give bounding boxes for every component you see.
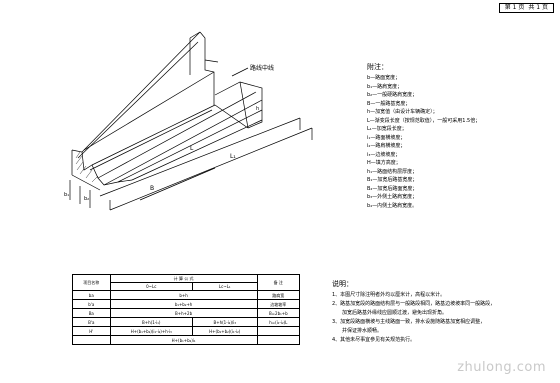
sheet-total: 共 1 页 [528, 4, 548, 11]
dim-label-h: h [256, 106, 259, 112]
table-row: H+(b₁+b₂)i₁ [72, 335, 301, 345]
page-number-tag: 第 1 页共 1 页 [498, 3, 554, 13]
table-row: Ba B+h+2b B=2b₁+b [72, 308, 301, 318]
edge-line [83, 71, 215, 151]
row-formula: H+(b₁+b₂)(i₁-i₂)+h·i₃ [109, 326, 193, 336]
table-row: b'a b₁+b₂+h 边坡坡率 [72, 299, 301, 309]
table-row: ba b+h 路肩宽 [72, 290, 301, 300]
dim-label-L1: L₁ [230, 153, 236, 160]
legend-item: H—填方高度； [367, 160, 401, 166]
dim-label-L: L [190, 145, 194, 152]
edge-line [239, 81, 249, 129]
edge-line [131, 119, 263, 181]
subheader-cell: Lc~L₁ [191, 282, 258, 291]
hatch-pattern [75, 151, 99, 183]
edge-line [103, 99, 263, 186]
legend-item: B₁—加宽后路基宽度； [367, 177, 418, 183]
row-name: B'a [72, 317, 111, 327]
row-note: 边坡坡率 [256, 299, 301, 309]
row-formula: b₁+b₂+h [109, 299, 258, 309]
legend-item: i₃—边坡坡度； [367, 151, 401, 158]
legend-item: B₂—加宽后路面宽度； [367, 185, 418, 192]
row-formula: b+h [109, 290, 258, 300]
legend-item: h₁—路面结构层厚度； [367, 168, 418, 175]
row-note [256, 326, 301, 336]
formula-table: 项目名称 计 算 公 式 备 注 0~Lc Lc~L₁ ba b+h 路肩宽 b… [72, 274, 301, 345]
row-formula: B+h+2b [109, 308, 258, 318]
front-section [71, 149, 133, 186]
row-note: 路肩宽 [256, 290, 301, 300]
table-header-row: 项目名称 计 算 公 式 备 注 [72, 274, 301, 291]
roadbed-perspective-drawing: 路线中线 L L₁ B b₁ b₂ h [64, 31, 313, 211]
header-note: 备 注 [256, 274, 301, 291]
notes-block: 说明： 1、本图尺寸除注明者外均以厘米计，高程以米计。 2、路基加宽段的路面结构… [332, 279, 537, 345]
note-line: 2、路基加宽段的路面结构层与一般路段相同，路基边坡坡率同一般路段， [332, 301, 496, 307]
edge-line [81, 31, 201, 153]
row-formula-alt: B+h(1-i₂)/i₃ [191, 317, 258, 327]
row-name: ba [72, 290, 111, 300]
row-note: h=(i₁-i₂)L [256, 317, 301, 327]
header-formula-group: 计 算 公 式 [109, 274, 258, 283]
back-section [199, 31, 215, 105]
edge-line [189, 31, 201, 39]
legend-item: h—加宽值（由设计车辆确定）； [367, 109, 438, 115]
legend-item: b—路面宽度； [367, 75, 401, 81]
dim-label-B: B [150, 185, 154, 192]
row-name: H' [72, 326, 111, 336]
note-line: 4、其他未尽事宜参见有关规范执行。 [332, 337, 416, 343]
edge-line [91, 104, 216, 166]
edge-line [77, 41, 199, 159]
notes-title: 说明： [332, 280, 353, 288]
legend-item: i₂—路肩横坡度； [367, 143, 406, 149]
row-note [256, 335, 301, 345]
row-formula: B+h(1-i₁) [109, 317, 193, 327]
edge-line [214, 104, 249, 129]
note-line: 加宽后路基外缘线应圆顺过渡，避免出现折角。 [342, 310, 448, 316]
dimension-line [109, 127, 313, 211]
edge-line [204, 59, 219, 63]
header-item-name: 项目名称 [72, 274, 111, 291]
row-name: b'a [72, 299, 111, 309]
watermark: zhulong.com [457, 360, 546, 375]
edge-line [97, 91, 257, 179]
row-name [72, 335, 111, 345]
legend-item: b₁—路肩宽度； [367, 83, 403, 90]
row-note: B=2b₁+b [256, 308, 301, 318]
table-row: H' H+(b₁+b₂)(i₁-i₂)+h·i₃ H+(b₁+b₂)(i₁-i₂… [72, 326, 301, 336]
widening-wedge [214, 81, 263, 129]
dim-label-b1: b₁ [64, 192, 69, 198]
leader-line [231, 67, 249, 77]
legend-item: L₁—加宽段长度； [367, 126, 407, 132]
symbol-legend: 附注： b—路面宽度； b₁—路肩宽度； b₂—一般硬路肩宽度； B—一般路基宽… [367, 63, 555, 210]
legend-item: L—渐变段长度（按规范取值），一般可采用1.5倍； [367, 117, 481, 124]
road-centerline-label: 路线中线 [250, 64, 274, 72]
row-name: Ba [72, 308, 111, 318]
legend-item: i₁—路面横坡度； [367, 134, 406, 141]
legend-heading: 附注： [367, 63, 388, 71]
row-formula-alt: H+(b₁+b₂)(i₁-i₂) [191, 326, 258, 336]
legend-item: b₃—外侧土路肩宽度； [367, 194, 418, 200]
dimension-line [139, 167, 216, 201]
edge-line [71, 174, 101, 191]
legend-item: b₄—内侧土路肩宽度。 [367, 202, 418, 209]
legend-item: B—一般路基宽度； [367, 100, 411, 107]
note-line: 3、加宽段路面横坡与主线路面一致，排水设施随路基加宽相应调整， [332, 319, 486, 325]
note-line: 1、本图尺寸除注明者外均以厘米计，高程以米计。 [332, 292, 446, 298]
note-line: 并保证排水顺畅。 [342, 328, 383, 334]
dim-label-b2: b₂ [84, 196, 89, 202]
subheader-cell: 0~Lc [109, 282, 193, 291]
table-row: B'a B+h(1-i₁) B+h(1-i₂)/i₃ h=(i₁-i₂)L [72, 317, 301, 327]
legend-item: b₂—一般硬路肩宽度； [367, 92, 418, 98]
dimension-line [99, 117, 301, 197]
row-formula: H+(b₁+b₂)i₁ [109, 335, 258, 345]
edge-line [117, 109, 263, 183]
sheet-number: 第 1 页 [504, 4, 525, 11]
edge-line [89, 109, 213, 171]
